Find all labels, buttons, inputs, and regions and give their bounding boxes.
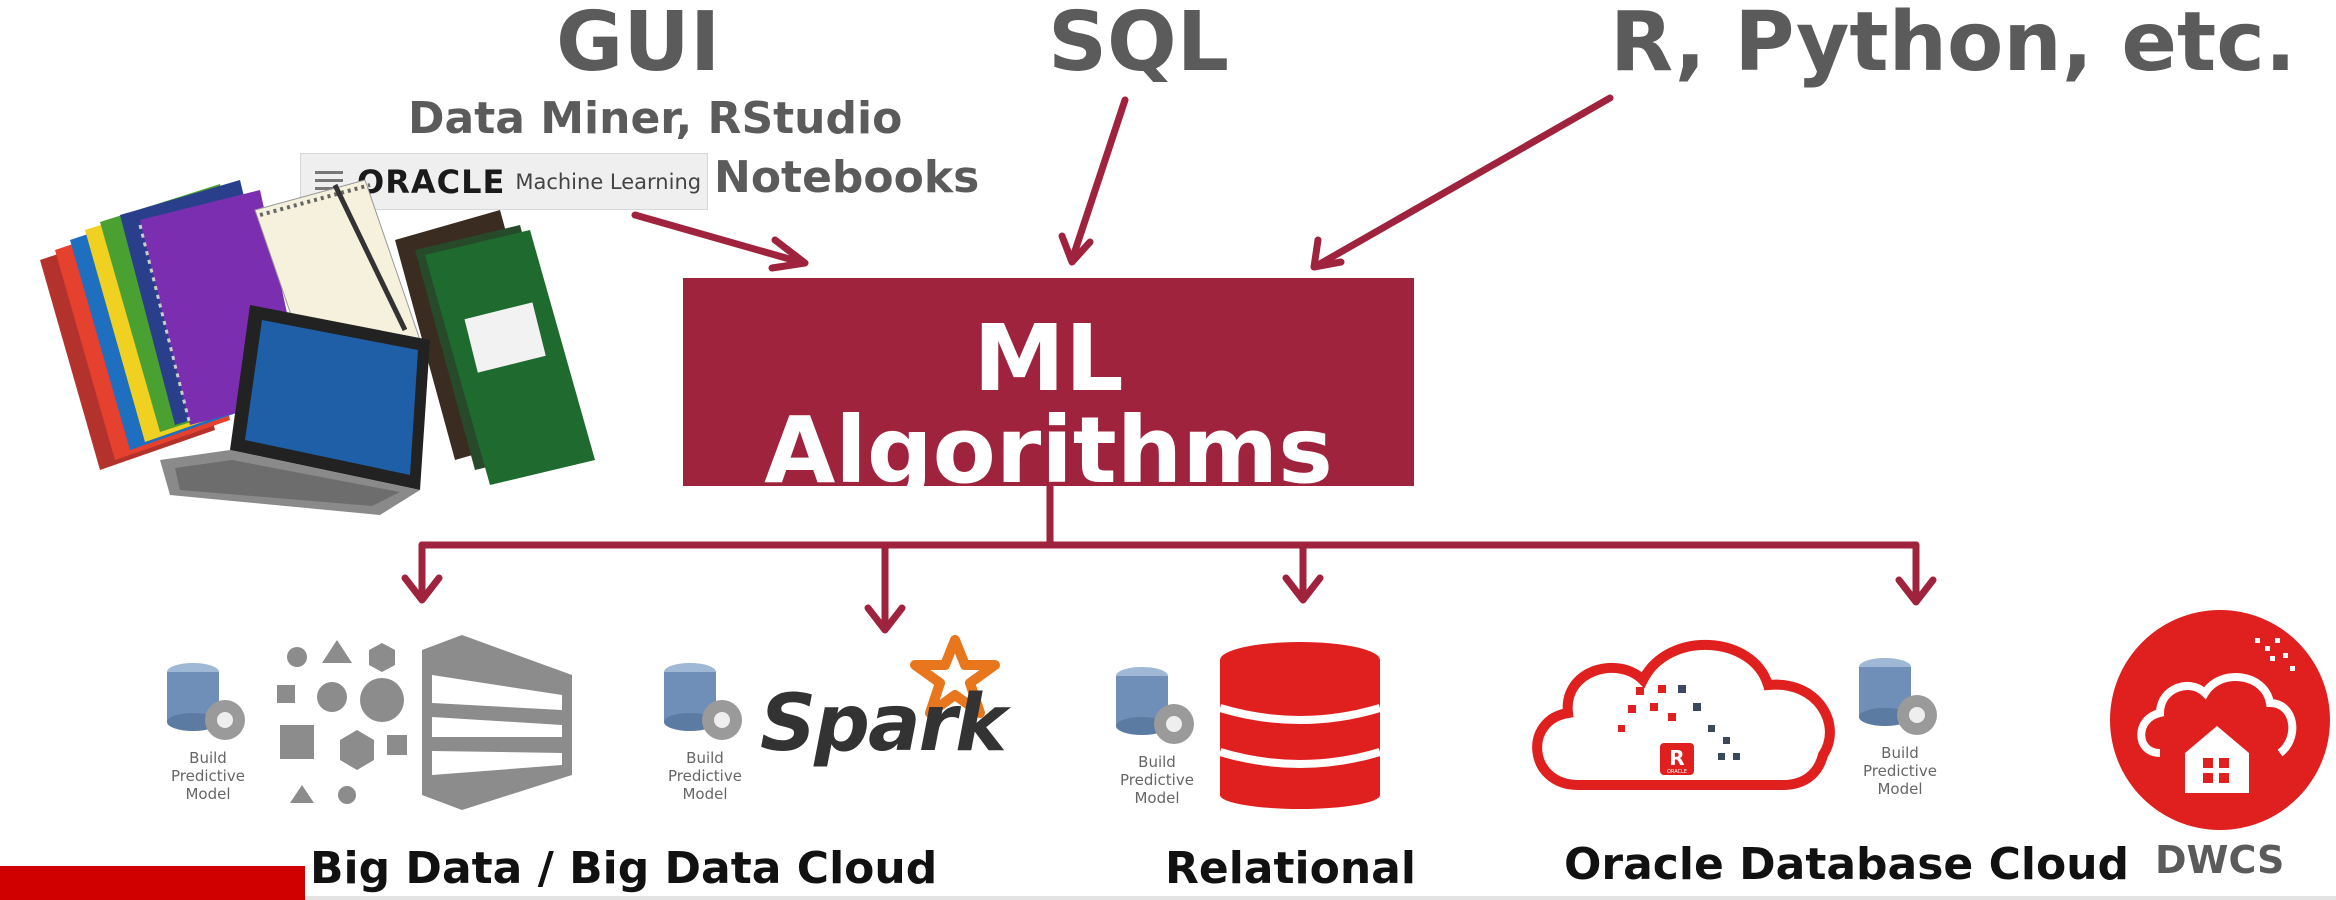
notebooks-label: Notebooks [714, 152, 980, 203]
r-badge-oracle: ORACLE [1667, 769, 1687, 775]
footer-divider [305, 896, 2336, 900]
r-badge-letter: R [1669, 746, 1684, 770]
notebooks-laptop-illustration [0, 170, 630, 530]
ml-algorithms-title: ML Algorithms [764, 305, 1333, 504]
build-label: Build [686, 749, 724, 767]
predictive-label: Predictive [1863, 762, 1937, 780]
gui-arrow [631, 211, 804, 266]
dwcs-label: DWCS [2155, 838, 2285, 882]
sql-label: SQL [1048, 0, 1230, 90]
big-data-label: Big Data / Big Data Cloud [310, 843, 938, 894]
relational-database-icon [1215, 640, 1385, 814]
dwcs-icon [2105, 608, 2335, 837]
r-python-arrow [1314, 94, 1614, 269]
sql-arrow [1068, 96, 1129, 264]
build-label: Build [189, 749, 227, 767]
spark-star-icon [910, 635, 1000, 718]
big-data-icon [262, 625, 582, 819]
footer-red-bar [0, 866, 305, 900]
r-python-label: R, Python, etc. [1610, 0, 2296, 90]
model-label: Model [185, 785, 231, 803]
model-label: Model [1134, 789, 1180, 807]
machine-learning-label: Machine Learning [515, 169, 702, 194]
build-label: Build [1881, 744, 1919, 762]
spark-wordmark: Spark [760, 679, 1007, 769]
build-label: Build [1138, 753, 1176, 771]
predictive-label: Predictive [171, 767, 245, 785]
relational-label: Relational [1165, 843, 1416, 894]
gui-label: GUI [556, 0, 721, 90]
model-label: Model [1877, 780, 1923, 798]
oracle-cloud-icon: R ORACLE [1518, 625, 1848, 804]
r-badge-icon [1660, 743, 1694, 775]
laptop-icon [160, 305, 430, 515]
hamburger-menu-icon [315, 170, 343, 194]
spark-logo: Spark [760, 635, 1020, 775]
predictive-label: Predictive [668, 767, 742, 785]
composition-books-icon [395, 210, 595, 485]
model-label: Model [682, 785, 728, 803]
oracle-database-cloud-label: Oracle Database Cloud [1564, 839, 2130, 890]
oracle-ml-bar: ORACLE Machine Learning [300, 153, 708, 210]
data-miner-rstudio-label: Data Miner, RStudio [408, 93, 903, 144]
predictive-label: Predictive [1120, 771, 1194, 789]
ml-algorithms-box: ML Algorithms Common core, parallel, dis… [683, 278, 1414, 547]
oracle-logo: ORACLE [357, 162, 506, 201]
